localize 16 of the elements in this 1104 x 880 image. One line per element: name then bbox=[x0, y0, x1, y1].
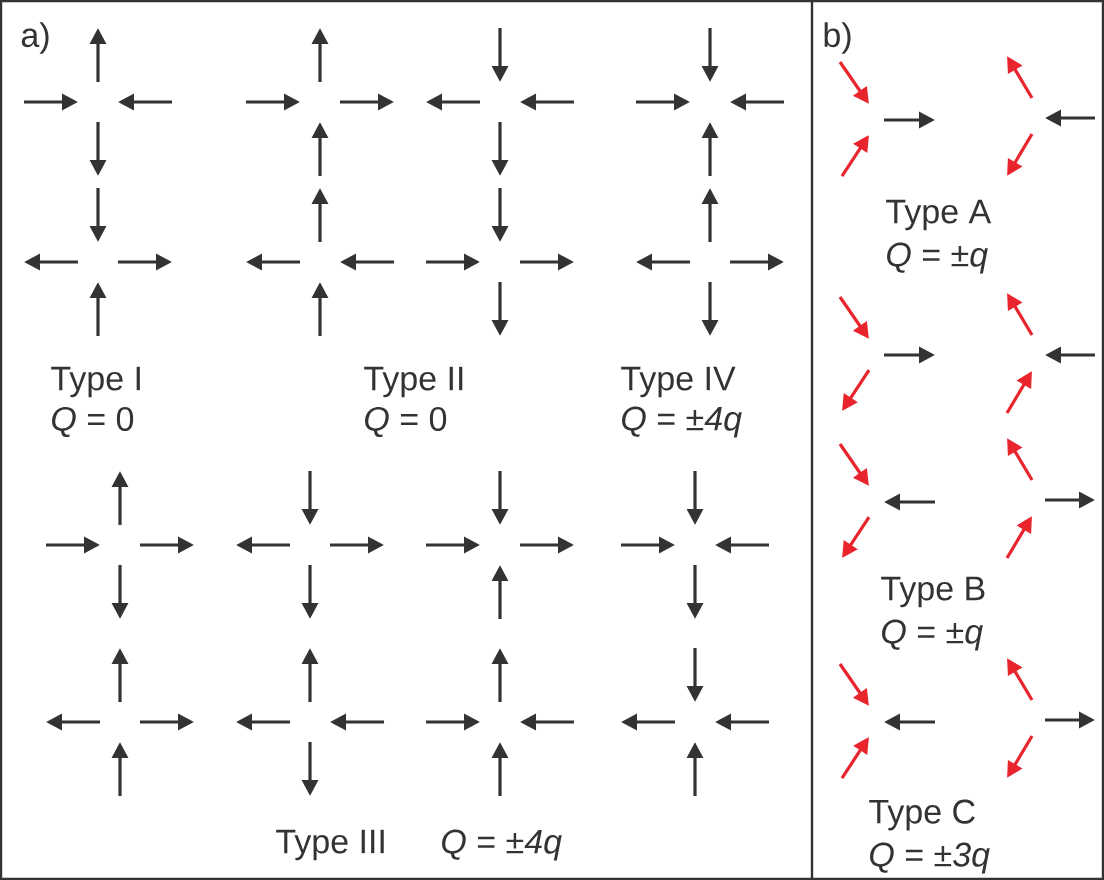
type-label: Type I bbox=[51, 366, 140, 398]
type-label: Type A bbox=[886, 199, 992, 231]
charge-label: Q = ±4q bbox=[622, 406, 742, 438]
type-label: Type II bbox=[364, 366, 463, 398]
type-label: Type C bbox=[869, 799, 975, 831]
panel-label: a) bbox=[21, 22, 49, 54]
type-label: Type III bbox=[276, 829, 384, 861]
type-label: Type IV bbox=[621, 366, 736, 398]
charge-label: Q = 0 bbox=[52, 406, 134, 438]
panel-label: b) bbox=[824, 22, 851, 54]
type-label: Type B bbox=[881, 576, 985, 608]
charge-label: Q = 0 bbox=[365, 406, 447, 438]
charge-label: Q = ±4q bbox=[442, 829, 562, 861]
charge-label: Q = ±3q bbox=[870, 842, 990, 874]
charge-label: Q = ±q bbox=[887, 242, 988, 274]
charge-label: Q = ±q bbox=[882, 619, 983, 651]
